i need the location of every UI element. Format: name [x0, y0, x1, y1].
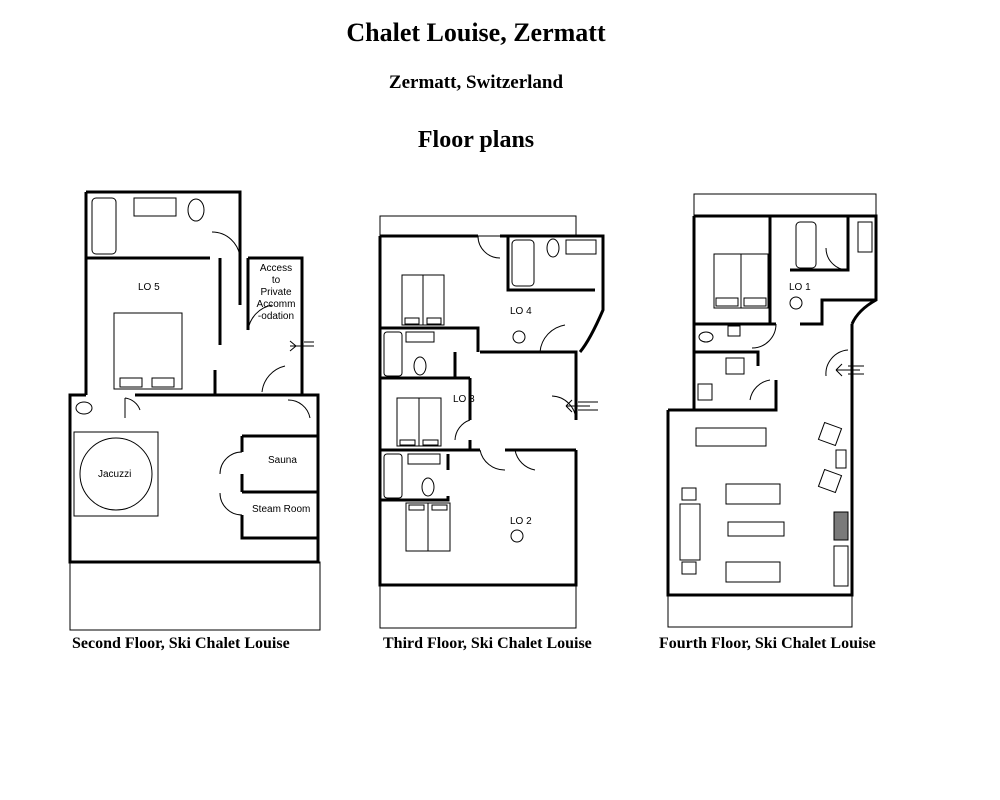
fourth-floor-plan: LO 1	[666, 193, 878, 628]
third-floor-plan: LO 4 LO 3 LO 2	[378, 215, 605, 629]
third-floor-caption: Third Floor, Ski Chalet Louise	[383, 635, 592, 652]
double-sink-icon	[405, 331, 435, 343]
toilet-icon	[546, 238, 560, 258]
double-sink-icon	[133, 197, 177, 217]
double-sink-icon	[565, 239, 597, 255]
bathtub-icon	[91, 197, 117, 255]
room-label-lo2: LO 2	[510, 516, 532, 527]
side-table-icon	[835, 449, 847, 469]
basin-icon	[510, 529, 524, 543]
room-label-lo4: LO 4	[510, 306, 532, 317]
stove-icon	[725, 357, 745, 375]
second-floor-caption: Second Floor, Ski Chalet Louise	[72, 635, 290, 652]
jacuzzi-tub	[79, 437, 153, 511]
room-label-lo3: LO 3	[453, 394, 475, 405]
cabinet-icon	[833, 545, 849, 587]
pillow-icon	[426, 317, 442, 325]
section-heading: Floor plans	[417, 127, 535, 153]
bathtub-icon	[383, 453, 403, 499]
pillow-icon	[743, 297, 767, 307]
bathtub-icon	[383, 331, 403, 377]
sofa-icon	[725, 483, 781, 505]
toilet-icon	[421, 477, 435, 497]
dining-table-icon	[695, 427, 767, 447]
page-title: Chalet Louise, Zermatt	[346, 18, 606, 47]
sofa-icon	[725, 561, 781, 583]
fourth-floor-balcony	[693, 193, 877, 217]
side-table-icon	[681, 561, 697, 575]
access-label-line: Accomm	[257, 299, 296, 310]
pillow-icon	[151, 377, 175, 388]
armchair-icon	[817, 468, 843, 494]
toilet-icon	[75, 401, 93, 415]
access-label-line: -odation	[258, 311, 294, 322]
pillow-icon	[404, 317, 420, 325]
second-floor-plan: LO 5 Access to Private Accomm -odation J…	[68, 190, 321, 631]
pillow-icon	[408, 504, 425, 511]
bathtub-icon	[795, 221, 817, 269]
basin-icon	[789, 296, 803, 310]
access-label-line: Private	[260, 287, 292, 298]
fourth-floor-caption: Fourth Floor, Ski Chalet Louise	[659, 635, 876, 652]
pillow-icon	[715, 297, 739, 307]
pillow-icon	[422, 439, 439, 446]
pillow-icon	[431, 504, 448, 511]
armchair-icon	[817, 421, 843, 447]
fourth-floor-terrace	[667, 594, 853, 628]
toilet-icon	[698, 331, 714, 343]
coffee-table-icon	[727, 521, 785, 537]
double-sink-icon	[407, 453, 441, 465]
basin-icon	[512, 330, 526, 344]
sofa-icon	[679, 503, 701, 561]
room-label-jacuzzi: Jacuzzi	[98, 469, 131, 480]
double-bed-icon	[113, 312, 183, 390]
double-sink-icon	[857, 221, 873, 253]
toilet-icon	[413, 356, 427, 376]
third-floor-balcony	[379, 215, 577, 237]
access-label-line: to	[272, 275, 281, 286]
room-label-lo1: LO 1	[789, 282, 811, 293]
fireplace-icon	[833, 511, 849, 541]
pillow-icon	[399, 439, 416, 446]
room-label-steam-room: Steam Room	[252, 504, 310, 515]
second-floor-terrace	[69, 561, 321, 631]
sink-icon	[727, 325, 741, 337]
side-table-icon	[681, 487, 697, 501]
sink-icon	[697, 383, 713, 401]
toilet-icon	[187, 198, 205, 222]
bathtub-icon	[511, 239, 535, 287]
room-label-lo5: LO 5	[138, 282, 160, 293]
access-label-line: Access	[260, 263, 292, 274]
pillow-icon	[119, 377, 143, 388]
room-label-sauna: Sauna	[268, 455, 297, 466]
location-subtitle: Zermatt, Switzerland	[388, 72, 564, 93]
third-floor-terrace	[379, 584, 577, 629]
